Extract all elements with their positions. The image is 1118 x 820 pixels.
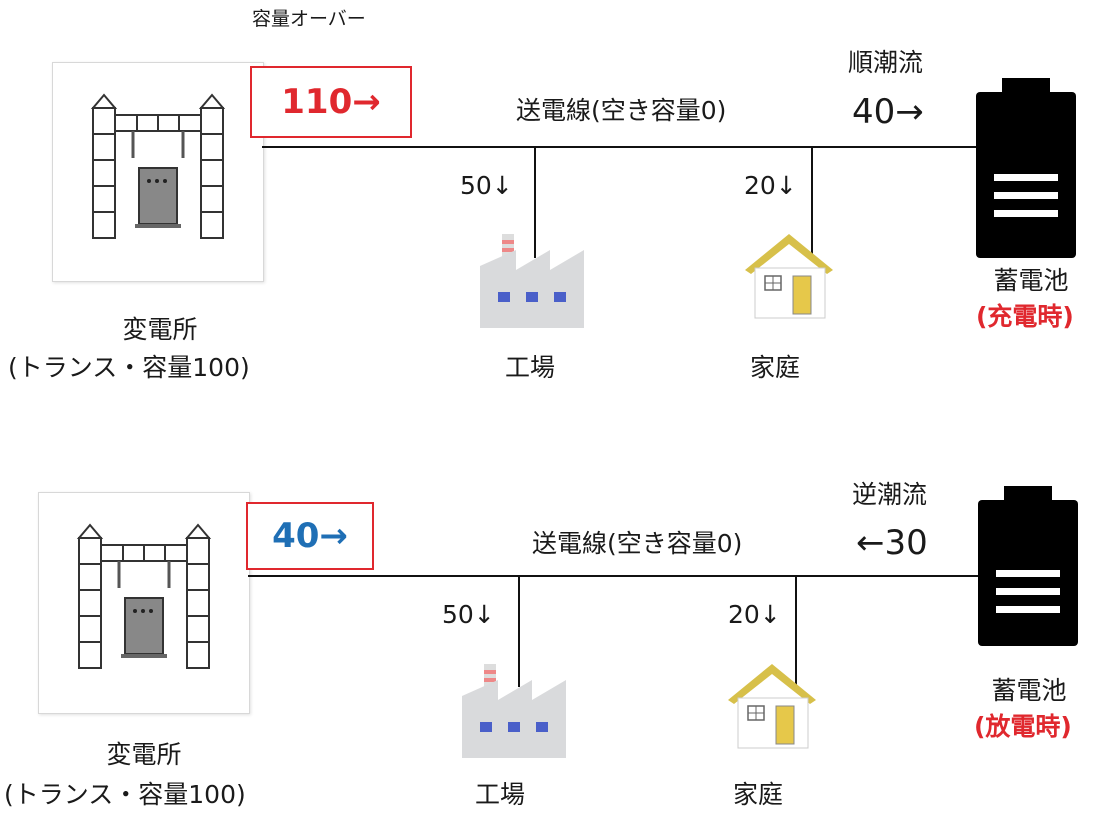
flow-direction-label: 逆潮流 [852, 480, 928, 509]
battery-name: 蓄電池 [991, 676, 1067, 705]
substation-detail: (トランス・容量100) [8, 353, 250, 382]
house-feeder-line [811, 146, 813, 256]
substation-flow-value: 40→ [272, 516, 348, 556]
house-demand-value: 20↓ [728, 600, 781, 629]
flow-direction-label: 順潮流 [848, 48, 924, 77]
substation-name: 変電所 [122, 315, 198, 344]
factory-feeder-line [518, 575, 520, 687]
house-name: 家庭 [749, 353, 800, 382]
discharging-scenario-panel: 40→ 送電線(空き容量0) 逆潮流 ←30 50↓ 20↓ 蓄電池 (放電時)… [0, 410, 1118, 820]
battery-flow-value: 40→ [852, 92, 924, 132]
factory-name: 工場 [474, 780, 525, 809]
transmission-line [262, 146, 976, 148]
factory-icon [480, 234, 584, 328]
battery-icon [978, 486, 1078, 646]
substation-flow-box: 110→ [250, 66, 412, 138]
house-feeder-line [795, 575, 797, 685]
transmission-line-label: 送電線(空き容量0) [516, 96, 727, 125]
substation-name: 変電所 [106, 740, 182, 769]
battery-state: (放電時) [974, 712, 1072, 741]
substation-flow-box: 40→ [246, 502, 374, 570]
battery-name: 蓄電池 [993, 266, 1069, 295]
battery-icon [976, 78, 1076, 258]
substation-transformer-icon [90, 93, 226, 239]
house-name: 家庭 [732, 780, 783, 809]
factory-icon [462, 664, 566, 758]
battery-state: (充電時) [976, 302, 1074, 331]
factory-name: 工場 [504, 353, 555, 382]
transmission-line [248, 575, 978, 577]
factory-demand-value: 50↓ [460, 171, 513, 200]
house-icon [745, 234, 833, 319]
substation-image [52, 62, 264, 282]
factory-demand-value: 50↓ [442, 600, 495, 629]
substation-detail: (トランス・容量100) [4, 780, 246, 809]
house-demand-value: 20↓ [744, 171, 797, 200]
battery-flow-value: ←30 [856, 523, 928, 563]
charging-scenario-panel: 容量オーバー 110→ [8, 8, 1076, 382]
house-icon [728, 664, 816, 749]
substation-flow-value: 110→ [281, 82, 381, 122]
substation-image [38, 492, 250, 714]
transmission-line-label: 送電線(空き容量0) [532, 529, 743, 558]
factory-feeder-line [534, 146, 536, 258]
substation-transformer-icon [76, 523, 212, 669]
over-capacity-label: 容量オーバー [252, 8, 366, 30]
